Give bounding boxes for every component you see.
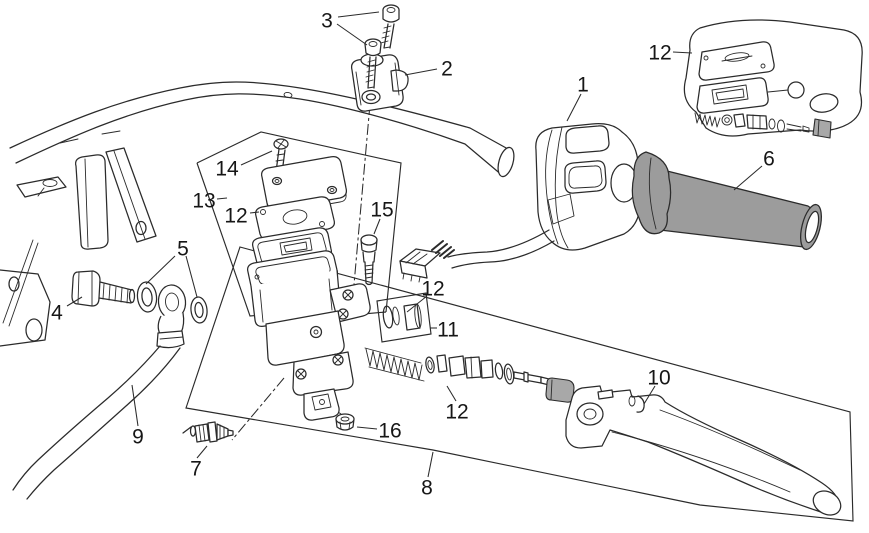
handlebar-end xyxy=(497,146,515,178)
callout-leader-handlebar-grip xyxy=(733,165,763,191)
switch-top-window xyxy=(565,125,610,154)
reservoir-pin xyxy=(360,234,378,286)
callout-label-hose-washers: 5 xyxy=(177,237,189,260)
callout-leader-cover-kit-box xyxy=(216,197,228,200)
cable-connector xyxy=(399,240,455,283)
callout-leader-hose-washers xyxy=(185,255,198,298)
callout-label-brake-hose: 9 xyxy=(132,425,144,448)
seal-kit-inset xyxy=(683,19,863,139)
callout-label-cover-kit-box: 13 xyxy=(192,189,215,212)
callout-leader-seal-kit-inset xyxy=(672,51,693,54)
callout-label-mount-nut: 16 xyxy=(378,419,401,442)
brake-hose xyxy=(12,284,187,500)
banjo-bolt xyxy=(71,270,136,307)
callout-leader-banjo-bolt xyxy=(66,296,83,307)
callout-leader-mount-nut xyxy=(356,426,378,430)
callout-leader-brake-hose xyxy=(131,384,139,427)
callout-label-seal-kit-inset: 12 xyxy=(648,41,671,64)
callout-leader-cover-screws xyxy=(240,150,273,166)
brake-lever xyxy=(565,385,842,516)
callout-leader-reservoir-gasket xyxy=(249,211,260,214)
callout-label-piston-repair-kit: 12 xyxy=(445,400,468,423)
handlebar-clamp xyxy=(351,53,409,112)
callout-label-handlebar-clamp: 2 xyxy=(441,57,453,80)
clamp-bolts xyxy=(364,4,400,89)
assembly-box xyxy=(185,246,854,522)
seal-set-box xyxy=(376,292,432,343)
callout-leader-brake-light-switch xyxy=(196,445,208,459)
clamp-bore xyxy=(361,89,381,105)
callout-leader-clamp-bolts xyxy=(337,11,380,18)
callout-label-reservoir-gasket: 12 xyxy=(224,204,247,227)
callout-label-clamp-bolts: 3 xyxy=(321,9,333,32)
callout-leader-switch-housing xyxy=(566,93,582,122)
callout-label-brake-lever: 10 xyxy=(647,366,670,389)
brake-light-switch xyxy=(182,421,234,443)
master-cylinder xyxy=(265,283,371,421)
hose-washers xyxy=(136,281,208,324)
callout-label-cover-screws: 14 xyxy=(215,157,239,180)
callout-leader-seal-set xyxy=(406,295,428,313)
callout-label-seal-set: 12 xyxy=(421,277,444,300)
callout-leader-master-cylinder-assembly xyxy=(427,451,434,478)
callout-leader-handlebar-clamp xyxy=(404,68,438,76)
piston-repair-kit xyxy=(364,347,575,403)
seal-set xyxy=(382,303,422,331)
callout-label-master-cylinder-assembly: 8 xyxy=(421,476,433,499)
reservoir-body xyxy=(247,250,341,327)
handlebar xyxy=(9,81,515,178)
callout-leader-hose-washers xyxy=(145,255,176,285)
mount-nut xyxy=(335,413,355,431)
handlebar-grip xyxy=(631,151,822,251)
callout-leader-piston-repair-kit xyxy=(446,385,457,402)
callout-label-handlebar-grip: 6 xyxy=(763,147,775,170)
switch-cable xyxy=(447,229,550,258)
callout-label-switch-housing: 1 xyxy=(577,73,589,96)
callout-label-brake-light-switch: 7 xyxy=(190,457,202,480)
piston-boot xyxy=(545,377,575,403)
lever-tip xyxy=(812,490,842,516)
callout-label-reservoir-pin: 15 xyxy=(370,198,393,221)
callout-leader-clamp-bolts xyxy=(336,23,368,46)
inset-parts-row xyxy=(694,112,832,139)
callout-label-seal-set-box: 11 xyxy=(437,318,459,341)
callout-leader-reservoir-pin xyxy=(373,218,381,235)
switch-housing xyxy=(399,123,641,283)
frame-left xyxy=(0,130,157,347)
lever-pivot-hole xyxy=(576,402,604,426)
callout-label-banjo-bolt: 4 xyxy=(51,301,63,324)
callout-leader-brake-lever xyxy=(643,385,656,405)
